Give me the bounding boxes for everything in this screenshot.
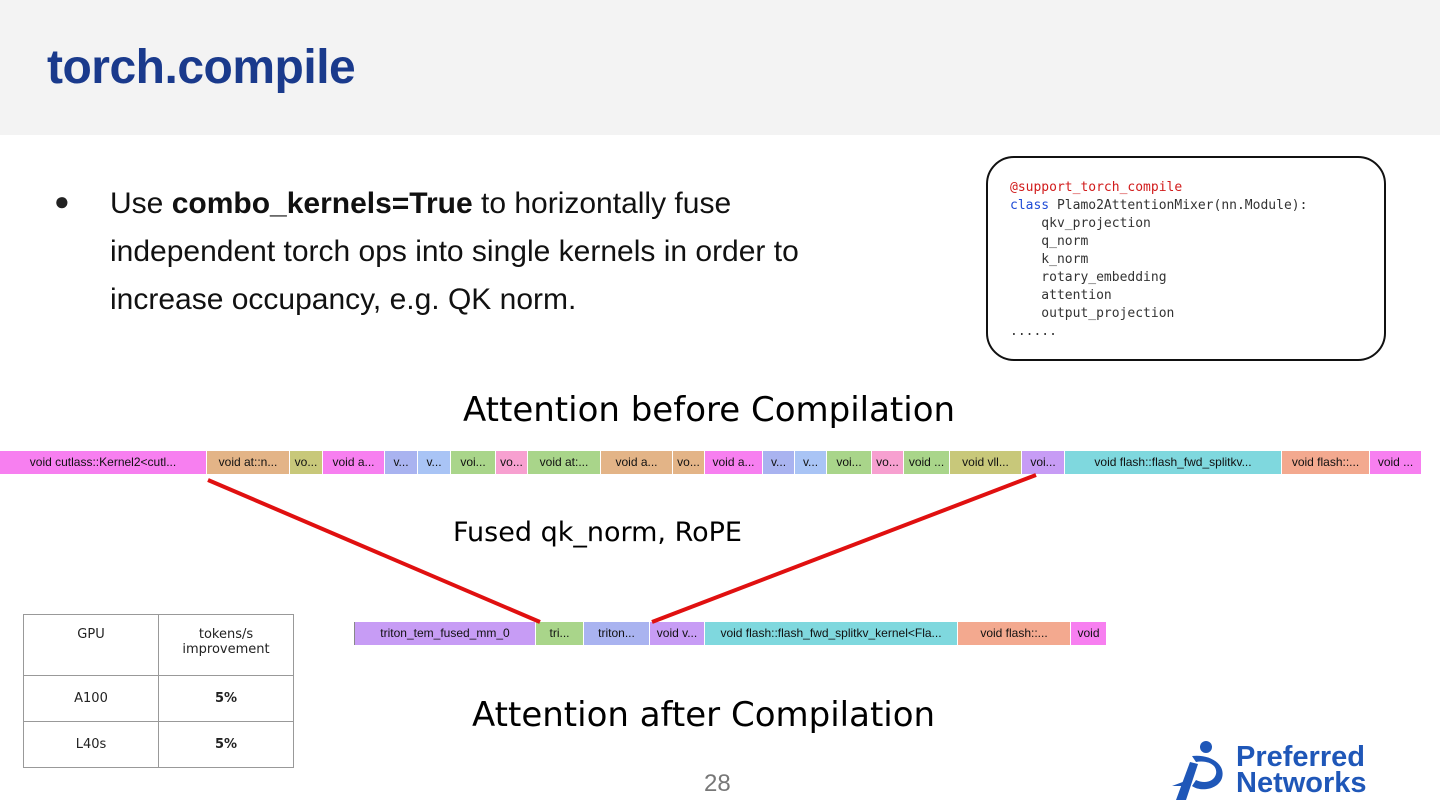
kernel-segment[interactable]: void a... [601,451,673,474]
table-cell-improvement: 5% [158,721,294,768]
logo-line2: Networks [1236,767,1367,799]
kernel-segment[interactable]: void flash::... [958,622,1071,645]
table-header-row: GPU tokens/s improvement [23,614,294,676]
kernel-segment[interactable]: void vll... [950,451,1022,474]
header-improvement: tokens/s improvement [158,614,294,676]
code-snippet: @support_torch_compile class Plamo2Atten… [1010,179,1307,341]
code-line: qkv_projection [1010,216,1151,231]
logo-text: Preferred Networks [1236,741,1367,799]
kernel-segment[interactable]: voi... [451,451,496,474]
preferred-networks-logo: Preferred Networks [1170,740,1430,802]
table-cell-gpu: L40s [23,721,159,768]
kernel-segment[interactable]: void v... [650,622,705,645]
kernel-segment[interactable]: void flash::flash_fwd_splitkv... [1065,451,1282,474]
kernel-segment[interactable]: v... [795,451,827,474]
kernel-segment[interactable]: void a... [705,451,763,474]
kernel-segment[interactable]: void ... [904,451,950,474]
before-compilation-label: Attention before Compilation [463,390,956,430]
header-gpu: GPU [23,614,159,676]
kernel-segment[interactable]: v... [418,451,451,474]
code-line: q_norm [1010,234,1089,249]
kernel-segment[interactable]: void a... [323,451,385,474]
slide-title: torch.compile [47,41,356,94]
kernel-segment[interactable]: void at:... [528,451,601,474]
after-compilation-label: Attention after Compilation [472,695,936,735]
bullet-text-end: to horizontally fuse independent torch o… [110,187,799,316]
kernel-segment[interactable]: void flash::... [1282,451,1370,474]
kernel-segment[interactable]: tri... [536,622,584,645]
kernel-segment[interactable]: void flash::flash_fwd_splitkv_kernel<Fla… [705,622,958,645]
bullet-text: Use combo_kernels=True to horizontally f… [110,180,890,324]
code-ellipsis: ...... [1010,324,1057,339]
code-line: rotary_embedding [1010,270,1167,285]
bullet-text-start: Use [110,187,172,220]
kernel-segment[interactable]: void ... [1370,451,1422,474]
kernel-segment[interactable]: voi... [1022,451,1065,474]
code-line: attention [1010,288,1112,303]
kernel-segment[interactable]: v... [385,451,418,474]
kernel-segment[interactable]: void [1071,622,1107,645]
code-snippet-box: @support_torch_compile class Plamo2Atten… [986,156,1386,361]
kernel-segment[interactable]: void at::n... [207,451,290,474]
table-cell-gpu: A100 [23,675,159,722]
logo-mark-icon [1172,741,1223,800]
code-class-definition: Plamo2AttentionMixer(nn.Module): [1049,198,1308,213]
gpu-results-table: GPU tokens/s improvement A100 5% L40s 5% [23,614,294,768]
timeline-before: void cutlass::Kernel2<cutl...void at::n.… [0,451,1440,474]
kernel-segment[interactable]: vo... [872,451,904,474]
bullet-text-bold: combo_kernels=True [171,187,473,220]
table-cell-improvement: 5% [158,675,294,722]
kernel-segment[interactable]: void cutlass::Kernel2<cutl... [0,451,207,474]
kernel-segment[interactable]: triton... [584,622,650,645]
page-number: 28 [704,770,731,797]
connector-line-left [207,478,541,624]
table-row: A100 5% [23,675,294,722]
kernel-segment[interactable]: vo... [496,451,528,474]
code-line: output_projection [1010,306,1175,321]
code-decorator: @support_torch_compile [1010,180,1183,195]
bullet-marker: ● [54,186,70,216]
fused-ops-label: Fused qk_norm, RoPE [453,517,742,548]
table-row: L40s 5% [23,721,294,768]
logo-line1: Preferred [1236,741,1365,773]
kernel-segment[interactable]: vo... [290,451,323,474]
kernel-segment[interactable]: vo... [673,451,705,474]
kernel-segment[interactable]: voi... [827,451,872,474]
kernel-segment[interactable]: triton_tem_fused_mm_0 [355,622,536,645]
kernel-segment[interactable]: v... [763,451,795,474]
code-line: k_norm [1010,252,1089,267]
slide-header: torch.compile [0,0,1440,135]
connector-line-right [651,473,1037,624]
code-class-keyword: class [1010,198,1050,213]
